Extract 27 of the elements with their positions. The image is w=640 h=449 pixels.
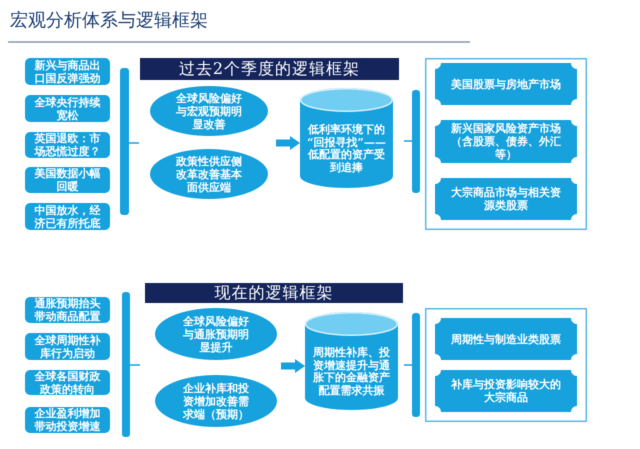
rounded-box: 中国放水，经济已有所托底 xyxy=(25,203,110,230)
rounded-box: 新兴与商品出口国反弹强劲 xyxy=(25,58,110,85)
outline-frame xyxy=(425,58,587,230)
notched-box: 补库与投资影响较大的大宗商品 xyxy=(435,370,577,412)
ellipse: 全球风险偏好与通胀预期明显提升 xyxy=(155,308,277,360)
rounded-box: 英国退欧：市场恐慌过度？ xyxy=(25,132,110,158)
arrow xyxy=(276,136,300,150)
ellipse: 政策性供应侧改革改善基本面供应端 xyxy=(150,149,268,199)
rounded-box: 全球周期性补库行为启动 xyxy=(25,333,110,360)
cylinder: 低利率环境下的“回报寻找”——低配置的资产受到追捧 xyxy=(300,88,393,188)
notched-box: 美国股票与房地产市场 xyxy=(435,63,577,105)
rounded-box: 通胀预期抬头带动商品配置 xyxy=(25,297,110,323)
rounded-box: 全球央行持续宽松 xyxy=(25,95,110,122)
header-band: 现在的逻辑框架 xyxy=(145,283,403,303)
outline-frame xyxy=(425,308,587,422)
ellipse: 全球风险偏好与宏观预期明显改善 xyxy=(150,86,268,136)
notched-box: 新兴国家风险资产市场（含股票、债券、外汇等） xyxy=(435,120,577,163)
rounded-box: 全球各国财政政策的转向 xyxy=(25,370,110,395)
notched-box: 大宗商品市场与相关资源类股票 xyxy=(435,178,577,220)
notched-box: 周期性与制造业类股票 xyxy=(435,318,577,360)
rounded-box: 美国数据小幅回暖 xyxy=(25,167,110,193)
arrow xyxy=(281,359,305,373)
rounded-box: 企业盈利增加带动投资增速 xyxy=(25,407,110,433)
title: 宏观分析体系与逻辑框架 xyxy=(10,10,208,32)
ellipse: 企业补库和投资增加改善需求端（预期） xyxy=(155,375,277,427)
header-band: 过去2个季度的逻辑框架 xyxy=(140,58,399,80)
cylinder: 周期性补库、投资增速提升与通胀下的金融资产配置需求共振 xyxy=(305,312,398,410)
